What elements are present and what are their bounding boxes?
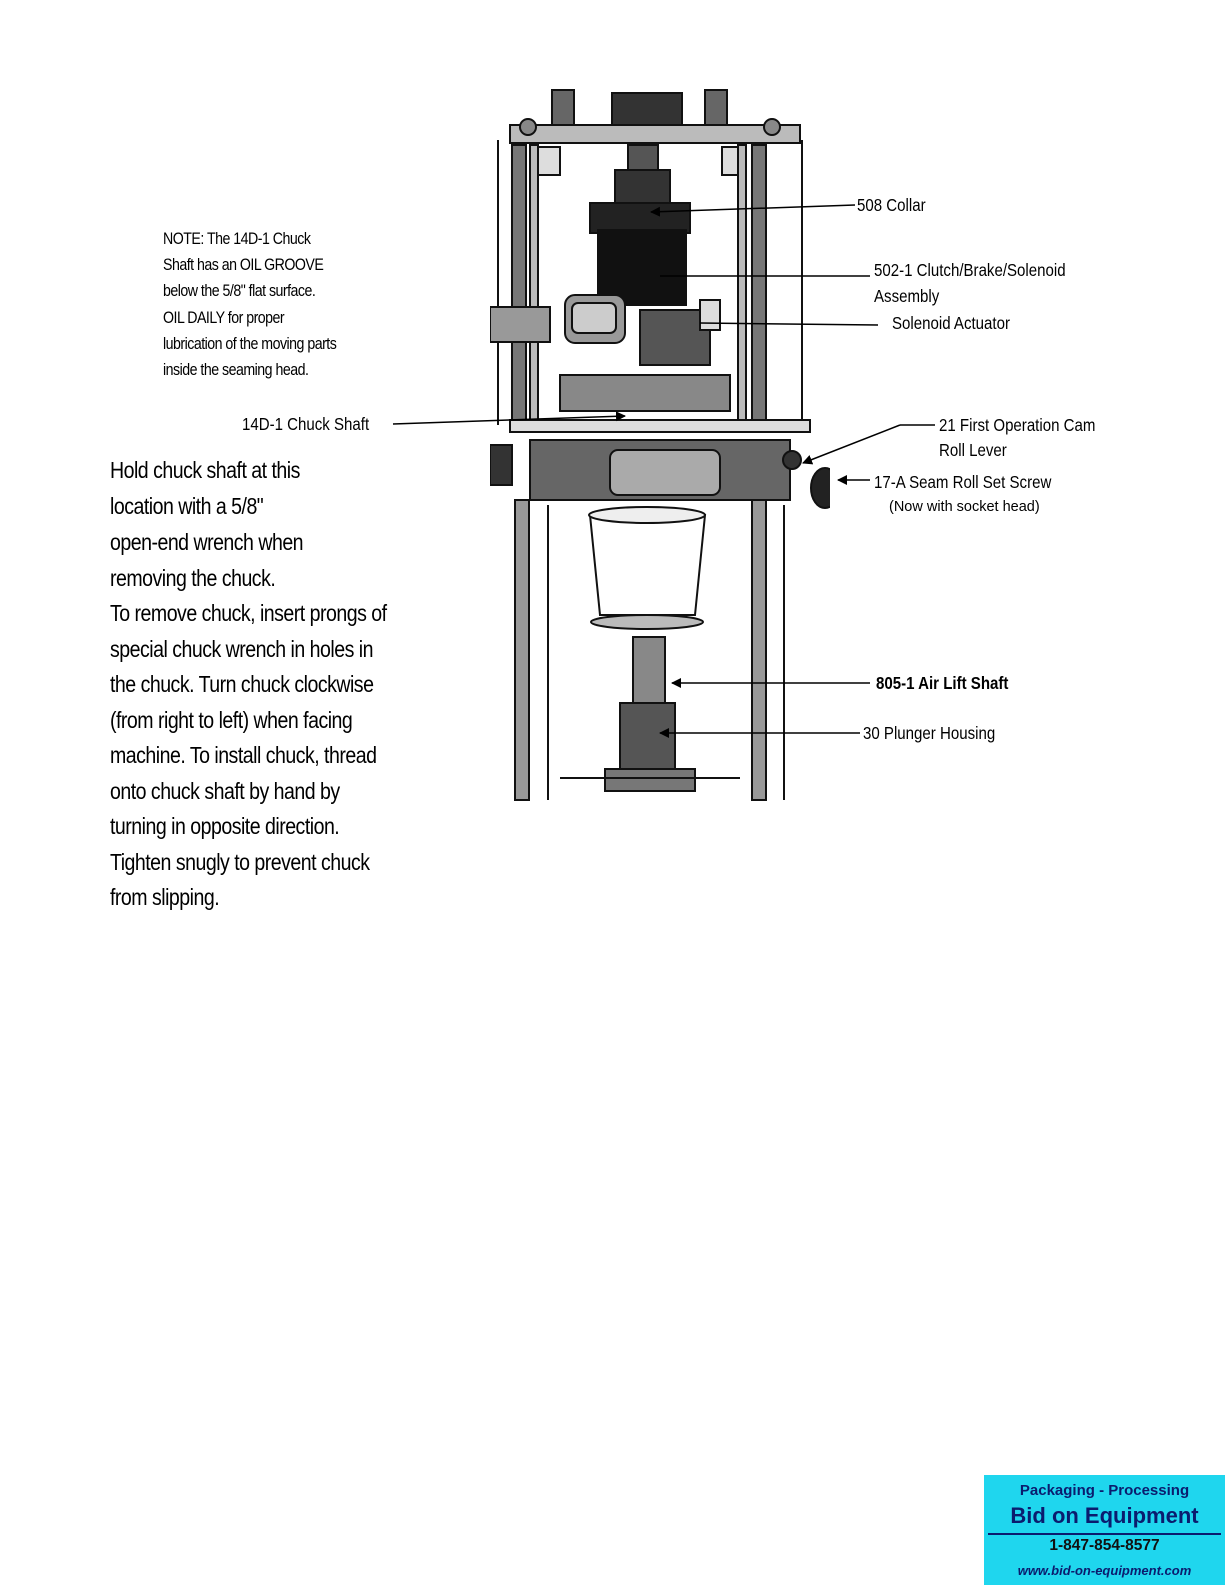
banner-divider [988, 1533, 1221, 1535]
instruction-line: machine. To install chuck, thread [110, 742, 377, 768]
bid-on-equipment-banner[interactable]: Packaging - Processing Bid on Equipment … [984, 1475, 1225, 1585]
label-air-lift-shaft: 805-1 Air Lift Shaft [876, 673, 1009, 693]
label-chuck-shaft: 14D-1 Chuck Shaft [242, 414, 370, 434]
note-line: below the 5/8" flat surface. [163, 282, 316, 301]
banner-phone: 1-847-854-8577 [1049, 1537, 1160, 1554]
label-set-screw-note: (Now with socket head) [889, 499, 1040, 515]
label-clutch-brake-solenoid: 502-1 Clutch/Brake/Solenoid [874, 260, 1066, 280]
instruction-line: open-end wrench when [110, 529, 304, 555]
label-collar: 508 Collar [857, 195, 926, 215]
label-plunger-housing: 30 Plunger Housing [863, 723, 996, 743]
note-line: NOTE: The 14D-1 Chuck [163, 230, 311, 248]
instruction-line: (from right to left) when facing [110, 706, 353, 733]
instruction-line: Tighten snugly to prevent chuck [110, 848, 370, 875]
label-clutch-assembly: Assembly [874, 286, 940, 306]
instruction-line: the chuck. Turn chuck clockwise [110, 671, 374, 697]
oil-note: NOTE: The 14D-1 Chuck Shaft has an OIL G… [163, 226, 413, 383]
label-first-operation-cam: 21 First Operation Cam [939, 415, 1096, 435]
instruction-line: location with a 5/8" [110, 493, 264, 519]
note-line: inside the seaming head. [163, 361, 309, 380]
note-line: OIL DAILY for proper [163, 308, 285, 327]
label-solenoid-actuator: Solenoid Actuator [892, 313, 1010, 333]
seaming-head-illustration [490, 89, 830, 801]
instruction-line: from slipping. [110, 884, 220, 910]
label-roll-lever: Roll Lever [939, 440, 1007, 460]
banner-tagline: Packaging - Processing [1019, 1482, 1190, 1499]
banner-brand: Bid on Equipment [1010, 1503, 1199, 1528]
note-line: lubrication of the moving parts [163, 334, 337, 353]
instruction-line: turning in opposite direction. [110, 813, 340, 839]
instruction-line: Hold chuck shaft at this [110, 457, 300, 483]
banner-url[interactable]: www.bid-on-equipment.com [1017, 1563, 1192, 1578]
instruction-line: special chuck wrench in holes in [110, 635, 373, 662]
remove-instructions: To remove chuck, insert prongs of specia… [110, 596, 435, 916]
hold-instructions: Hold chuck shaft at this location with a… [110, 452, 337, 596]
note-line: Shaft has an OIL GROOVE [163, 256, 324, 275]
instruction-line: onto chuck shaft by hand by [110, 777, 340, 804]
instruction-line: To remove chuck, insert prongs of [110, 600, 387, 626]
label-seam-roll-set-screw: 17-A Seam Roll Set Screw [874, 472, 1052, 492]
instruction-line: removing the chuck. [110, 565, 276, 591]
